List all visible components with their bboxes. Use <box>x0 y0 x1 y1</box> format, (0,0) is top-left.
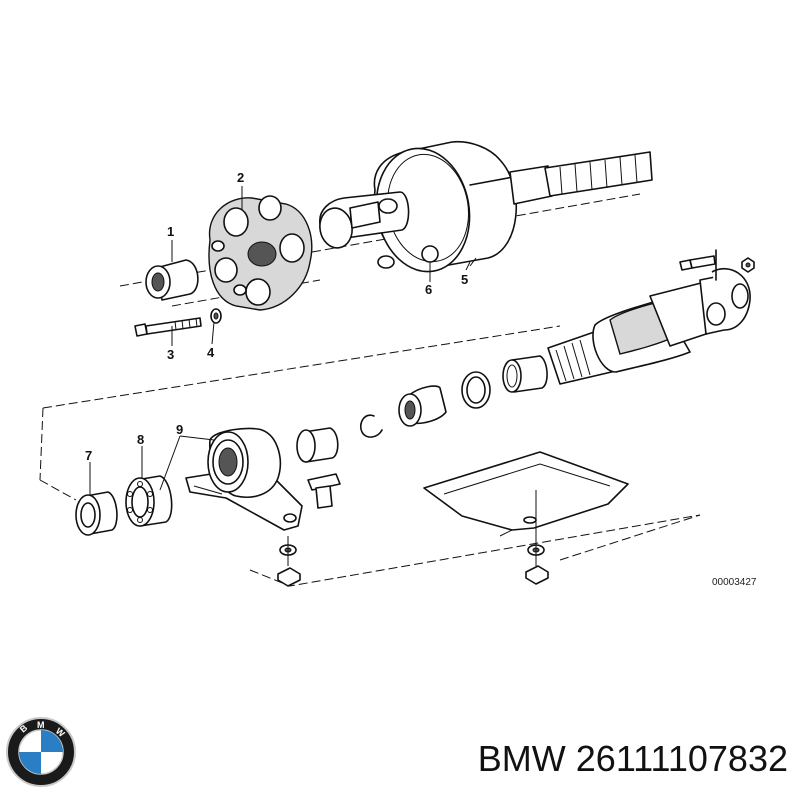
axis-lines-bottom <box>287 490 537 566</box>
ball-bearing <box>125 475 173 527</box>
drive-shaft-flange <box>319 140 653 273</box>
dust-sleeve <box>296 427 339 463</box>
hex-bolt <box>134 317 202 337</box>
callout-7: 7 <box>85 448 92 463</box>
callout-9: 9 <box>176 422 183 437</box>
carriage-bolt <box>307 473 341 509</box>
diagram-reference-code: 00003427 <box>712 577 757 588</box>
grooved-ring <box>75 491 118 536</box>
svg-text:B: B <box>18 722 30 734</box>
callout-3: 3 <box>167 347 174 362</box>
nut-bottom-right <box>525 565 549 585</box>
callout-2: 2 <box>237 170 244 185</box>
propeller-shaft-front <box>547 267 751 385</box>
nut-bottom-left <box>277 567 301 587</box>
flex-disc-coupling <box>208 195 313 311</box>
svg-text:M: M <box>37 720 45 730</box>
yoke-bolt <box>679 249 717 281</box>
callout-5: 5 <box>461 272 468 287</box>
callout-1: 1 <box>167 224 174 239</box>
washer-4 <box>210 308 222 324</box>
lock-ring <box>461 371 491 409</box>
circlip <box>359 414 383 438</box>
heat-shield-plate <box>423 451 629 537</box>
bearing-sleeve-right <box>502 355 548 393</box>
callout-8: 8 <box>137 432 144 447</box>
leader-lines <box>89 186 471 495</box>
centering-sleeve <box>145 259 199 301</box>
centre-bearing-support <box>185 427 303 531</box>
assembly-frame <box>39 193 701 587</box>
bmw-logo: B M W <box>6 717 76 787</box>
callout-4: 4 <box>207 345 215 360</box>
part-number-caption: BMW 26111107832 <box>477 738 788 779</box>
rubber-sleeve <box>398 385 447 427</box>
yoke-nut <box>741 257 755 273</box>
callout-6: 6 <box>425 282 432 297</box>
